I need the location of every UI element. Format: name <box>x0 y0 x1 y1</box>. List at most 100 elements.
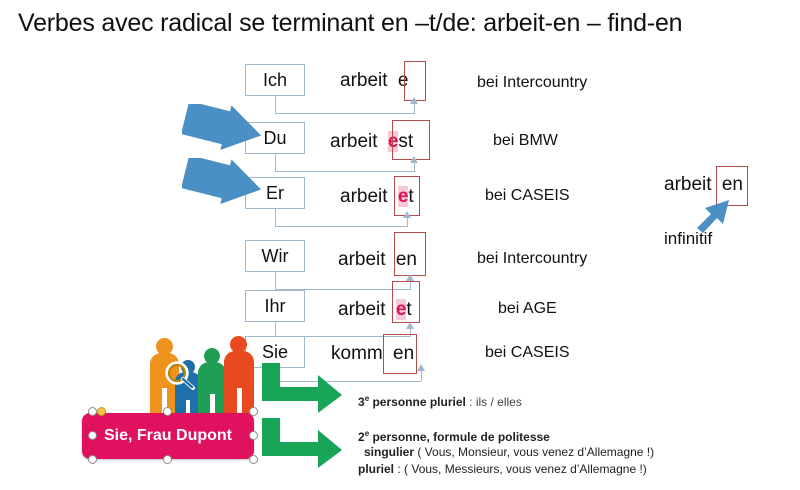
infinitive-label: infinitif <box>664 229 713 248</box>
pronoun-label: Du <box>263 127 287 148</box>
verb-stem: arbeit <box>664 174 712 195</box>
verb-ending-rest: t <box>408 186 414 207</box>
connector-h-6 <box>275 381 421 382</box>
connector-h-2 <box>275 171 414 172</box>
adjust-handle[interactable] <box>97 407 106 416</box>
verb-ending-rest: t <box>406 299 412 320</box>
verb-ending: en <box>393 343 415 364</box>
ending-highlight-box-infinitive <box>716 166 748 206</box>
ending-highlight-box-er <box>394 176 420 216</box>
verb-stem: arbeit <box>338 299 386 320</box>
callout-sie-frau-dupont[interactable]: Sie, Frau Dupont <box>82 413 254 459</box>
verb-ending: e <box>397 70 409 91</box>
selection-handle-tc[interactable] <box>163 407 172 416</box>
verb-form-ich: arbeit e <box>340 70 408 92</box>
note-1-rest: : ils / elles <box>465 395 522 409</box>
verb-form-ihr: arbeit et <box>338 299 412 321</box>
company-label-ihr: bei AGE <box>498 300 557 317</box>
connector-v-2b <box>414 162 415 172</box>
pronoun-box-ihr[interactable]: Ihr <box>245 290 305 322</box>
callout-label: Sie, Frau Dupont <box>104 427 232 444</box>
pronoun-label: Ihr <box>264 295 286 316</box>
verb-form-sie: komm en <box>331 343 414 365</box>
selection-handle-mr[interactable] <box>249 431 258 440</box>
connector-v-4b <box>410 280 411 290</box>
pronoun-box-du[interactable]: Du <box>245 122 305 154</box>
pronoun-box-er[interactable]: Er <box>245 177 305 209</box>
connector-v-5b <box>410 328 411 337</box>
connector-v-3 <box>275 209 276 227</box>
verb-ending-accent: e <box>387 131 399 152</box>
people-group-icon <box>150 334 258 422</box>
company-label-ich: bei Intercountry <box>477 74 588 91</box>
selection-handle-br[interactable] <box>249 455 258 464</box>
connector-h-3 <box>275 226 407 227</box>
verb-ending: en <box>721 174 743 195</box>
connector-arrowhead-1 <box>410 97 418 104</box>
verb-ending-accent: e <box>395 299 407 320</box>
connector-v-6b <box>421 370 422 381</box>
connector-arrowhead-5 <box>406 322 414 329</box>
company-label-er: bei CASEIS <box>485 187 570 204</box>
verb-form-wir: arbeit en <box>338 249 417 271</box>
ending-highlight-box-wir <box>394 232 426 276</box>
block-arrow-right-down-icon-1 <box>182 104 262 151</box>
pronoun-box-wir[interactable]: Wir <box>245 240 305 272</box>
company-label-sie: bei CASEIS <box>485 344 570 361</box>
magnifier-icon <box>165 361 195 390</box>
pronoun-label: Er <box>266 182 284 203</box>
arrow-up-right-icon <box>697 200 729 233</box>
connector-v-3b <box>407 217 408 227</box>
ending-highlight-box-sie <box>383 334 417 374</box>
selection-handle-tl[interactable] <box>88 407 97 416</box>
selection-handle-bl[interactable] <box>88 455 97 464</box>
pronoun-box-ich[interactable]: Ich <box>245 64 305 96</box>
connector-v-1 <box>275 96 276 114</box>
verb-stem: arbeit <box>340 70 388 91</box>
note-3-rest: ( Vous, Monsieur, vous venez d’Allemagne… <box>414 445 655 459</box>
note-line-1: 3e personne pluriel : ils / elles <box>358 391 522 410</box>
page-title: Verbes avec radical se terminant en –t/d… <box>18 9 683 37</box>
pronoun-label: Wir <box>261 245 289 266</box>
connector-arrowhead-2 <box>410 156 418 163</box>
verb-stem: arbeit <box>338 249 386 270</box>
note-line-2: 2e personne, formule de politesse <box>358 426 550 445</box>
connector-v-1b <box>414 103 415 114</box>
note-line-4: pluriel : ( Vous, Messieurs, vous venez … <box>358 461 647 477</box>
note-4-bold: pluriel <box>358 462 395 476</box>
connector-arrowhead-4 <box>406 274 414 281</box>
connector-h-4 <box>275 289 410 290</box>
elbow-arrow-right-icon-1 <box>262 363 342 413</box>
connector-arrowhead-3 <box>403 211 411 218</box>
note-3-bold: singulier <box>364 445 415 459</box>
connector-v-4 <box>275 272 276 290</box>
selection-handle-bc[interactable] <box>163 455 172 464</box>
verb-ending-accent: e <box>397 186 409 207</box>
ending-highlight-box-ich <box>404 61 426 101</box>
note-4-rest: : ( Vous, Messieurs, vous venez d’Allema… <box>394 462 647 476</box>
verb-stem: komm <box>331 343 383 364</box>
company-label-du: bei BMW <box>493 132 558 149</box>
note-line-3: singulier ( Vous, Monsieur, vous venez d… <box>364 444 654 460</box>
selection-handle-tr[interactable] <box>249 407 258 416</box>
verb-form-infinitive: arbeit en <box>664 174 743 196</box>
company-label-wir: bei Intercountry <box>477 250 588 267</box>
verb-form-du: arbeit est <box>330 131 413 153</box>
verb-stem: arbeit <box>340 186 388 207</box>
verb-ending-rest: st <box>398 131 414 152</box>
elbow-arrow-right-icon-2 <box>262 418 342 468</box>
verb-form-er: arbeit et <box>340 186 414 208</box>
verb-ending: en <box>395 249 417 270</box>
note-2-bold: 2e personne, formule de politesse <box>358 429 550 444</box>
connector-v-5 <box>275 322 276 337</box>
verb-stem: arbeit <box>330 131 378 152</box>
selection-handle-ml[interactable] <box>88 431 97 440</box>
ending-highlight-box-du <box>392 120 430 160</box>
connector-v-2 <box>275 154 276 172</box>
ending-highlight-box-ihr <box>392 281 420 323</box>
pronoun-label: Sie <box>261 341 288 362</box>
pronoun-label: Ich <box>262 69 287 90</box>
connector-h-1 <box>275 113 414 114</box>
block-arrow-right-down-icon-2 <box>182 158 262 205</box>
